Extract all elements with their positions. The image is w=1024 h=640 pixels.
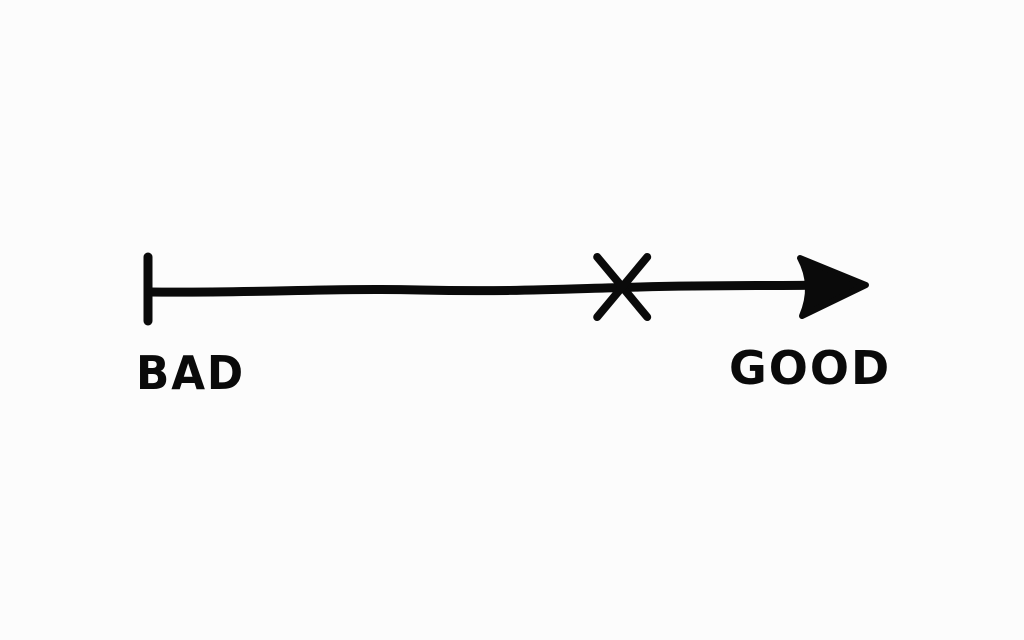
- good-label: GOOD: [729, 341, 892, 395]
- x-mark-icon: [593, 253, 652, 321]
- bad-label: BAD: [136, 346, 246, 400]
- scale-axis-line: [145, 280, 835, 297]
- arrowhead-icon: [797, 255, 869, 319]
